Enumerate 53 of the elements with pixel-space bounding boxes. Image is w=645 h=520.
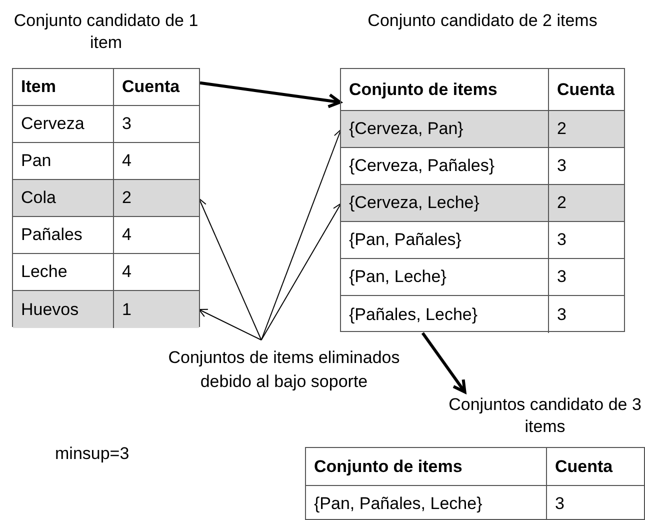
table-row — [13, 217, 199, 254]
leader-line — [260, 203, 342, 340]
table-cell: Cerveza — [13, 106, 114, 142]
table-cell-text: 2 — [556, 118, 568, 140]
table-row — [341, 259, 624, 296]
table-heading: Conjunto candidato de 2 items — [366, 10, 598, 32]
parameter-note: minsup=3 — [55, 444, 130, 464]
table-cell: {Pan, Pañales, Leche} — [306, 486, 547, 520]
column-header: Cuenta — [556, 78, 616, 100]
table-row — [341, 222, 624, 259]
table-cell: Huevos — [13, 291, 114, 328]
table-cell: Pan — [13, 143, 114, 179]
column-header: Cuenta — [554, 456, 614, 478]
column-header: Cuenta — [121, 76, 181, 98]
table-cell-text: 3 — [556, 155, 568, 177]
table-cell-text: 3 — [556, 304, 568, 326]
arrow — [200, 81, 342, 108]
table-heading: Conjunto candidato de 1 item — [12, 10, 200, 54]
table-header-row — [13, 69, 199, 106]
table-row — [13, 291, 199, 328]
table-cell: {Pañales, Leche} — [341, 296, 549, 333]
leader-line — [198, 198, 262, 340]
arrow — [421, 332, 466, 394]
table-row — [341, 111, 624, 148]
table-cell-text: 4 — [121, 150, 132, 172]
table-cell: Leche — [13, 254, 114, 290]
table-header-row — [306, 448, 644, 486]
table-cell: {Pan, Pañales} — [341, 222, 549, 258]
table-cell-text: 3 — [554, 492, 566, 514]
table-cell: {Cerveza, Pan} — [341, 111, 549, 147]
leader-line — [198, 308, 262, 340]
table-row — [13, 180, 199, 217]
leader-line — [260, 129, 342, 340]
table-heading: Conjuntos candidato de 3 items — [448, 394, 642, 438]
table-cell-text: 4 — [121, 224, 132, 246]
table-cell: {Cerveza, Pañales} — [341, 148, 549, 184]
table-cell-text: 3 — [121, 113, 132, 135]
table-cell: {Pan, Leche} — [341, 259, 549, 295]
table-cell-text: 3 — [556, 229, 568, 251]
table-cell-text: 4 — [121, 261, 132, 283]
table-row — [13, 106, 199, 143]
table-row — [341, 185, 624, 222]
annotation-text: Conjuntos de items eliminados debido al bajo soporte — [158, 340, 410, 394]
table-cell-text: 2 — [121, 187, 132, 209]
table-cell-text: 3 — [556, 266, 568, 288]
column-header: Conjunto de items — [341, 69, 549, 110]
table-cell-text: 1 — [121, 298, 132, 320]
table-cell-text: 2 — [556, 192, 568, 214]
column-header: Item — [13, 69, 114, 105]
table-cell: {Cerveza, Leche} — [341, 185, 549, 221]
table-cell: Pañales — [13, 217, 114, 253]
column-header: Conjunto de items — [306, 448, 547, 485]
table-cell: Cola — [13, 180, 114, 216]
